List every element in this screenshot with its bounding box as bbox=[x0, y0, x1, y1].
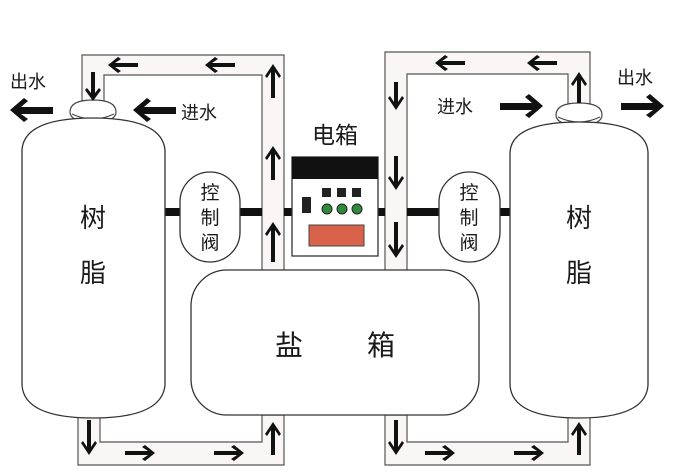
arrow-up-icon bbox=[265, 222, 281, 262]
arrow-up-icon bbox=[571, 72, 587, 103]
right-tank-label-1: 树 bbox=[566, 204, 592, 234]
arrow-down-icon bbox=[81, 420, 97, 455]
arrow-up-icon bbox=[265, 64, 281, 98]
button-2 bbox=[337, 188, 346, 197]
arrow-down-icon bbox=[388, 420, 404, 455]
display-panel bbox=[308, 224, 365, 247]
right-valve-char-1: 控 bbox=[459, 182, 478, 204]
control-box-label: 电箱 bbox=[312, 123, 358, 149]
left-bottom-pipe bbox=[77, 414, 285, 466]
arrow-down-icon bbox=[85, 72, 101, 101]
right-resin-tank: 树 脂 bbox=[509, 102, 649, 419]
left-valve-pipe-link bbox=[240, 208, 262, 216]
left-outlet-arrow-icon bbox=[10, 98, 53, 122]
control-box-header bbox=[292, 157, 378, 179]
left-valve-char-2: 制 bbox=[200, 207, 219, 229]
right-valve-char-3: 阀 bbox=[459, 232, 478, 254]
power-switch bbox=[302, 197, 311, 213]
right-box-pipe-link bbox=[377, 208, 385, 216]
left-inlet-label: 进水 bbox=[181, 103, 217, 124]
left-tank-valve-link bbox=[160, 208, 180, 216]
arrow-left-icon bbox=[435, 55, 465, 71]
arrow-right-icon bbox=[125, 445, 155, 461]
flow-arrows bbox=[10, 55, 664, 461]
right-pipe-valve-link bbox=[407, 208, 439, 216]
right-tank-label-2: 脂 bbox=[566, 259, 592, 289]
arrow-left-icon bbox=[527, 55, 557, 71]
right-valve-tank-link bbox=[500, 208, 512, 216]
salt-box-label-a: 盐 bbox=[275, 329, 303, 362]
arrow-up-icon bbox=[571, 422, 587, 455]
right-control-valve: 控 制 阀 bbox=[438, 171, 501, 263]
arrow-down-icon bbox=[388, 82, 404, 110]
arrow-right-icon bbox=[425, 445, 455, 461]
left-inlet-arrow-icon bbox=[133, 98, 176, 122]
right-inlet-arrow-icon bbox=[500, 94, 543, 118]
right-inlet-label: 进水 bbox=[437, 97, 473, 118]
salt-box-label-b: 箱 bbox=[367, 329, 395, 362]
arrow-up-icon bbox=[265, 146, 281, 180]
right-outlet-arrow-icon bbox=[621, 94, 664, 118]
button-1 bbox=[322, 188, 331, 197]
right-outlet-label: 出水 bbox=[617, 68, 653, 89]
indicator-light-1 bbox=[321, 203, 333, 215]
left-valve-char-1: 控 bbox=[200, 182, 219, 204]
control-box: 电箱 bbox=[291, 123, 379, 257]
button-3 bbox=[352, 188, 361, 197]
left-outlet-label: 出水 bbox=[10, 72, 46, 93]
arrow-left-icon bbox=[205, 57, 235, 73]
arrow-left-icon bbox=[108, 57, 138, 73]
indicator-light-2 bbox=[336, 203, 348, 215]
left-tank-label-1: 树 bbox=[80, 204, 106, 234]
arrow-up-icon bbox=[265, 422, 281, 455]
left-pipe-box-link bbox=[284, 208, 294, 216]
left-tank-label-2: 脂 bbox=[80, 259, 106, 289]
left-control-valve: 控 制 阀 bbox=[179, 171, 241, 263]
left-resin-tank: 树 脂 bbox=[21, 99, 166, 419]
left-valve-char-3: 阀 bbox=[200, 232, 219, 254]
arrow-down-icon bbox=[388, 156, 404, 190]
arrow-right-icon bbox=[514, 445, 544, 461]
arrow-down-icon bbox=[388, 222, 404, 258]
arrow-right-icon bbox=[214, 445, 244, 461]
right-valve-char-2: 制 bbox=[459, 207, 478, 229]
indicator-light-3 bbox=[351, 203, 363, 215]
salt-box: 盐 箱 bbox=[190, 269, 480, 416]
right-bottom-pipe bbox=[384, 414, 591, 466]
